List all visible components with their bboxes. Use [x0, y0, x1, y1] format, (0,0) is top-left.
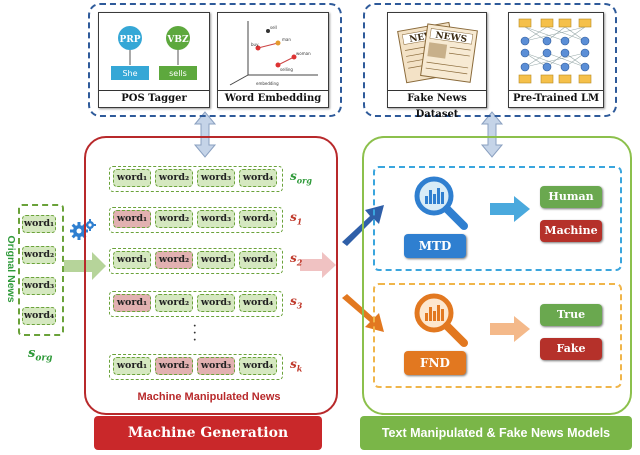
original-news-box — [18, 204, 64, 336]
manipulated-word-changed: word₁ — [113, 294, 151, 312]
pos-word-sells: sells — [169, 69, 187, 78]
manipulated-word: word₃ — [197, 169, 235, 187]
pos-word-she: She — [122, 69, 137, 78]
manipulated-word: word₂ — [155, 169, 193, 187]
double-arrow-left — [193, 111, 217, 158]
newspaper-headline-front: NEWS — [435, 31, 468, 45]
mtd-dashed-box — [373, 166, 622, 271]
original-word: word₃ — [22, 277, 56, 295]
manipulated-word-changed: word₃ — [197, 357, 235, 375]
row-label: sorg — [290, 169, 312, 186]
word-embedding-label: Word Embedding — [218, 90, 328, 107]
manipulated-word: word₄ — [239, 251, 277, 269]
row-label: s1 — [290, 210, 303, 227]
fnd-model-button[interactable]: FND — [404, 351, 466, 375]
manipulated-word: word₃ — [197, 294, 235, 312]
embedding-point-woman: woman — [296, 51, 311, 56]
output-human: Human — [540, 186, 602, 208]
manipulated-word: word₁ — [113, 357, 151, 375]
manipulated-word: word₄ — [239, 210, 277, 228]
pretrained-lm-panel: Pre-Trained LM — [508, 12, 604, 108]
manipulated-word: word₄ — [239, 169, 277, 187]
models-box — [362, 136, 632, 415]
machine-manipulated-news-caption: Machine Manipulated News — [137, 391, 281, 403]
manipulated-word: word₃ — [197, 210, 235, 228]
row-label: s3 — [290, 294, 303, 311]
output-true: True — [540, 304, 602, 326]
tools-box-right — [363, 3, 617, 117]
manipulated-row — [109, 248, 283, 274]
embedding-axis-label: embedding — [256, 81, 279, 86]
pos-tag-prp: PRP — [119, 35, 140, 45]
banner-models: Text Manipulated & Fake News Models — [360, 416, 632, 450]
pos-tagger-panel: PRP VBZ She sells POS Tagger — [98, 12, 210, 108]
row-label: s2 — [290, 251, 303, 268]
pretrained-lm-label: Pre-Trained LM — [509, 90, 603, 107]
manipulated-word-changed: word₂ — [155, 357, 193, 375]
arrow-fnd-output — [490, 316, 530, 342]
mtd-model-button[interactable]: MTD — [404, 234, 466, 258]
manipulated-word: word₂ — [155, 294, 193, 312]
manipulated-word: word₃ — [197, 251, 235, 269]
manipulated-word-changed: word₁ — [113, 210, 151, 228]
fnd-dashed-box — [373, 283, 622, 388]
original-s-org-label: sorg — [28, 346, 53, 364]
fnd-magnifier-icon — [414, 293, 468, 347]
original-word: word₁ — [22, 215, 56, 233]
manipulated-row — [109, 291, 283, 317]
double-arrow-right — [480, 111, 504, 158]
fake-news-dataset-panel: NEWS NEWS Fake News Dataset — [387, 12, 487, 120]
arrow-mtd-output — [490, 196, 530, 222]
manipulated-word: word₂ — [155, 210, 193, 228]
original-word: word₂ — [22, 246, 56, 264]
word-embedding-plot: sell man buy selling woman embedding — [229, 21, 318, 86]
word-embedding-panel: sell man buy selling woman embedding Wor… — [217, 12, 329, 108]
embedding-point-sell: sell — [270, 25, 277, 30]
mtd-magnifier-icon — [414, 176, 468, 230]
arrow-to-models — [300, 252, 336, 278]
pos-tag-vbz: VBZ — [166, 35, 189, 45]
tools-box-left — [88, 3, 342, 117]
manipulated-row — [109, 354, 283, 380]
row-label: sk — [290, 357, 303, 374]
output-fake: Fake — [540, 338, 602, 360]
manipulated-word: word₁ — [113, 169, 151, 187]
pos-tagger-label: POS Tagger — [99, 90, 209, 107]
machine-generation-box — [84, 136, 338, 415]
neural-network-icon — [518, 18, 592, 84]
manipulated-word: word₄ — [239, 357, 277, 375]
embedding-point-selling: selling — [280, 67, 293, 72]
banner-machine-generation: Machine Generation — [94, 416, 322, 450]
pos-tagger-illustration: PRP VBZ She sells — [111, 26, 197, 80]
manipulated-word-changed: word₂ — [155, 251, 193, 269]
manipulated-word: word₁ — [113, 251, 151, 269]
embedding-point-buy: buy — [251, 42, 259, 47]
manipulated-row — [109, 166, 283, 192]
embedding-point-man: man — [282, 37, 291, 42]
manipulated-word: word₄ — [239, 294, 277, 312]
manipulated-row — [109, 207, 283, 233]
ellipsis-dots: · · · — [193, 321, 197, 346]
gears-icon — [70, 219, 96, 240]
output-machine: Machine — [540, 220, 602, 242]
newspaper-icon: NEWS NEWS — [397, 21, 478, 84]
original-news-side-label: Orignal News — [5, 235, 17, 303]
fake-news-dataset-label: Fake News Dataset — [388, 90, 486, 120]
original-word: word₄ — [22, 307, 56, 325]
